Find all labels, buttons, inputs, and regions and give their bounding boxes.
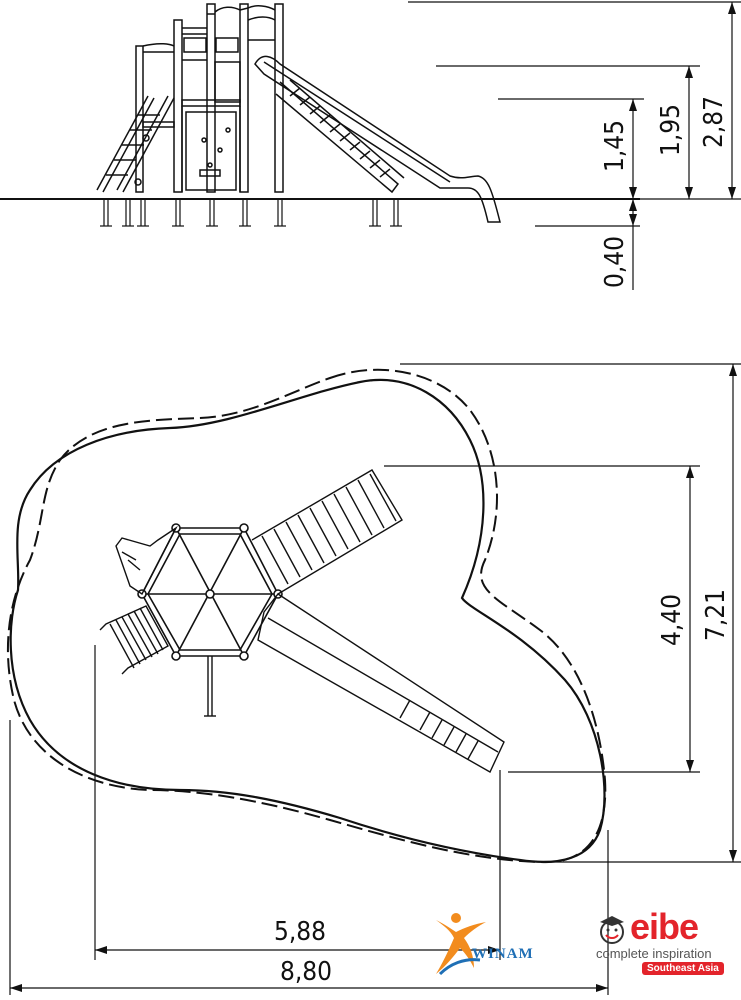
climbing-ramp-plan <box>251 469 403 595</box>
eibe-face-icon <box>600 916 624 944</box>
ladder-plan <box>99 605 169 675</box>
climbing-ramp <box>275 79 405 194</box>
hexagon-tower <box>137 523 283 661</box>
dim-length-safety-zone: 8,80 <box>280 957 332 987</box>
side-dimension-arrows <box>629 2 736 226</box>
post-plan <box>204 656 216 717</box>
dim-width-structure: 4,40 <box>657 594 687 646</box>
plan-dimension-arrows <box>10 364 737 992</box>
platforms <box>142 59 241 192</box>
dim-width-safety-zone: 7,21 <box>701 589 731 641</box>
eibe-wordmark: eibe <box>630 906 699 947</box>
eibe-tagline: complete inspiration <box>596 946 712 961</box>
side-dimensions <box>408 1 741 290</box>
safety-zone-dashed <box>6 368 607 864</box>
dim-foundation-depth: 0,40 <box>600 236 630 288</box>
side-elevation <box>0 3 640 227</box>
dim-length-structure: 5,88 <box>274 917 326 947</box>
safety-zone-solid <box>9 378 606 863</box>
plan-view <box>6 368 607 864</box>
eibe-region-badge: Southeast Asia <box>642 962 724 975</box>
roof-canopy <box>142 5 276 53</box>
winam-figure-icon <box>436 913 486 976</box>
plan-dimensions <box>9 363 741 995</box>
winam-wordmark: WINAM <box>472 946 534 962</box>
slide-side <box>254 55 501 223</box>
dim-height-platform-high: 1,95 <box>656 104 686 156</box>
foundation-posts <box>100 199 402 227</box>
dim-height-total: 2,87 <box>699 96 729 148</box>
ladder <box>96 95 175 193</box>
winam-logo: WINAM <box>430 908 560 978</box>
side-panel <box>115 525 178 596</box>
slide-plan <box>257 593 505 773</box>
dim-height-platform-low: 1,45 <box>600 120 630 172</box>
eibe-logo: eibe complete inspiration Southeast Asia <box>596 906 726 986</box>
